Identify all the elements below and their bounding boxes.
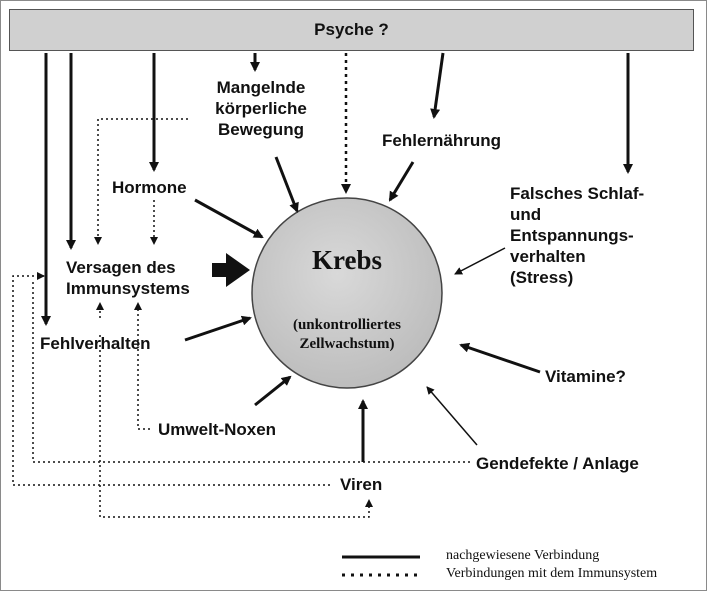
label-fehlernaehrung: Fehlernährung — [382, 131, 502, 150]
arrow-hormone-krebs — [194, 198, 264, 239]
dotted-viren-versagen — [12, 272, 330, 486]
label-versagen-immunsystem: Versagen des Immunsystems — [66, 258, 190, 298]
arrow-fehlernaehrung-krebs — [388, 161, 415, 202]
arrow-psyche-fehlernaehrung — [430, 52, 445, 119]
legend-dotted-label: Verbindungen mit dem Immunsystem — [446, 566, 658, 581]
krebs-subtitle-line1: (unkontrolliertes — [292, 317, 402, 333]
arrow-vitamine-krebs — [459, 342, 541, 374]
label-viren: Viren — [340, 475, 383, 494]
arrow-umwelt-krebs — [254, 375, 292, 407]
label-schlaf-stress: Falsches Schlaf- und Entspannungs- verha… — [510, 184, 645, 287]
arrow-gendefekte-krebs — [426, 386, 478, 446]
psyche-label: Psyche ? — [314, 20, 389, 39]
krebs-circle — [251, 197, 443, 389]
label-umwelt-noxen: Umwelt-Noxen — [158, 420, 277, 439]
dotted-mangelnde-versagen — [94, 118, 188, 245]
label-vitamine: Vitamine? — [545, 367, 626, 386]
krebs-title: Krebs — [311, 245, 382, 275]
dotted-gendefekte-versagen — [32, 280, 470, 463]
krebs-subtitle-line2: Zellwachstum) — [299, 336, 395, 352]
arrow-mangelnde-krebs — [274, 156, 299, 213]
label-mangelnde-bewegung: Mangelnde körperliche Bewegung — [215, 78, 307, 139]
legend-solid-label: nachgewiesene Verbindung — [446, 548, 600, 563]
dotted-versagen-viren — [99, 335, 373, 518]
arrow-schlaf-krebs — [454, 247, 506, 275]
dotted-umwelt-versagen — [134, 302, 150, 430]
label-gendefekte-anlage: Gendefekte / Anlage — [476, 454, 639, 473]
label-fehlverhalten: Fehlverhalten — [40, 334, 151, 353]
arrow-fehlverhalten-krebs — [184, 315, 252, 342]
label-hormone: Hormone — [112, 178, 187, 197]
arrow-versagen-krebs — [212, 253, 250, 287]
psyche-bar: Psyche ? — [9, 9, 694, 51]
